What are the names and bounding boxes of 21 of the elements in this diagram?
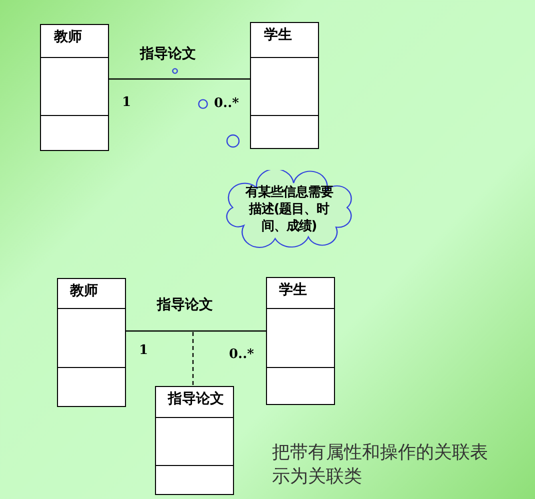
multiplicity-label: 0..* — [214, 96, 239, 111]
edge-label: 指导论文 — [140, 45, 196, 63]
dashed-line — [192, 332, 194, 386]
class-box — [155, 386, 234, 495]
class-box — [57, 278, 126, 407]
class-name: 学生 — [279, 281, 307, 299]
cloud-text: 有某些信息需要描述(题目、时间、成绩) — [244, 184, 334, 235]
multiplicity-label: 1 — [122, 95, 132, 110]
edge-label: 指导论文 — [157, 296, 213, 314]
class-box — [250, 22, 319, 149]
multiplicity-label: 1 — [139, 343, 148, 358]
association-line — [109, 78, 250, 80]
class-box — [266, 277, 335, 405]
multiplicity-label: 0..* — [229, 347, 254, 362]
class-name: 教师 — [70, 282, 98, 300]
class-box — [40, 24, 109, 151]
class-name: 学生 — [264, 26, 292, 44]
note-text: 把带有属性和操作的关联表示为关联类 — [272, 441, 489, 489]
class-name: 教师 — [54, 28, 82, 46]
association-line — [126, 330, 266, 332]
class-name: 指导论文 — [168, 390, 224, 408]
